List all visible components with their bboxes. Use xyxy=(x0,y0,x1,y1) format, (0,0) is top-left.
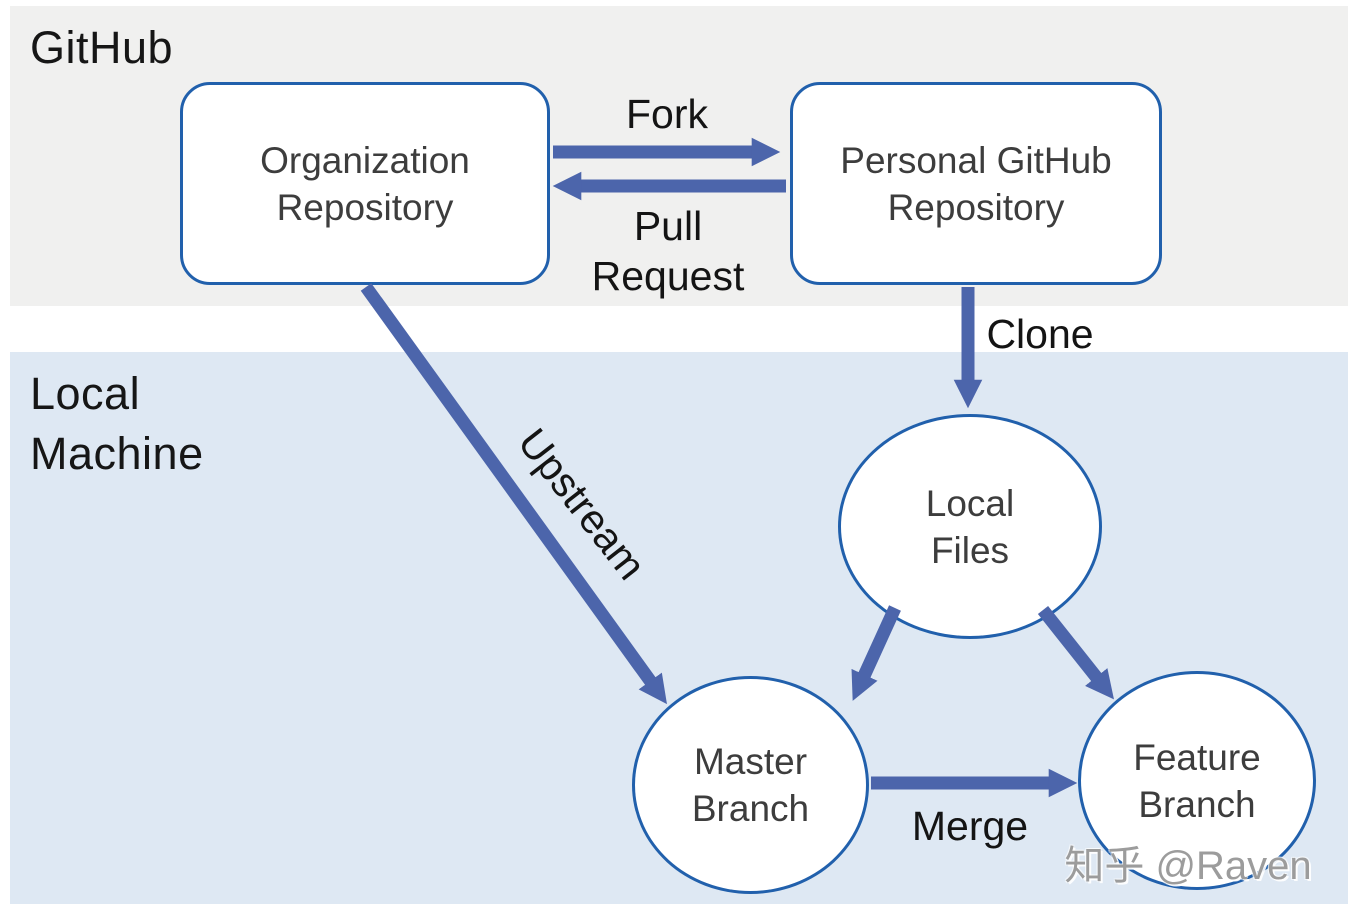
local-machine-section-title: Local Machine xyxy=(30,368,204,479)
fork-edge-label: Fork xyxy=(626,91,708,137)
master-branch-node: Master Branch xyxy=(632,676,869,894)
clone-edge-label: Clone xyxy=(986,311,1094,357)
pull-request-edge-label: Pull Request xyxy=(591,203,745,299)
organization-repository-node: Organization Repository xyxy=(180,82,550,285)
local-files-label: Local Files xyxy=(925,482,1015,571)
feature-branch-label: Feature Branch xyxy=(1133,736,1261,825)
personal-github-repository-label: Personal GitHub Repository xyxy=(840,139,1112,228)
organization-repository-label: Organization Repository xyxy=(260,139,470,228)
master-branch-label: Master Branch xyxy=(691,741,810,829)
merge-edge-label: Merge xyxy=(911,803,1029,849)
zhihu-watermark: 知乎 @Raven xyxy=(1064,844,1312,888)
personal-github-repository-node: Personal GitHub Repository xyxy=(790,82,1162,285)
local-files-node: Local Files xyxy=(838,414,1102,639)
feature-branch-node: Feature Branch xyxy=(1078,671,1316,890)
github-section-title: GitHub xyxy=(30,22,174,73)
